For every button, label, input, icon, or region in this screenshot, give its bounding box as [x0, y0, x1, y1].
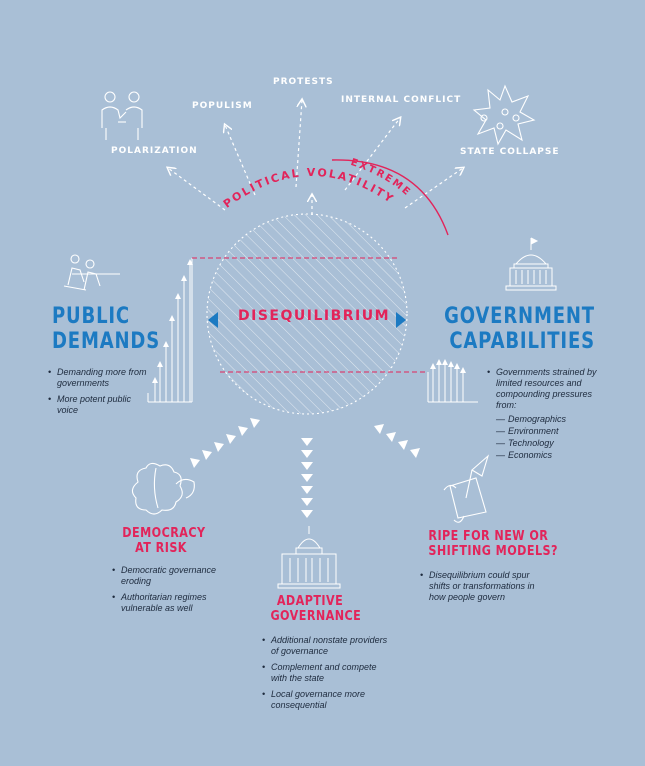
two-people-arguing-icon — [101, 91, 143, 140]
left-pointer-triangle — [208, 312, 218, 328]
democracy-at-risk-bullets: Democratic governance eroding Authoritar… — [112, 565, 232, 619]
pressure-item: Economics — [496, 450, 597, 461]
list-item: Demanding more from governments — [48, 367, 148, 389]
ripe-for-new-line2: SHIFTING MODELS? — [428, 544, 558, 559]
capitol-building-icon — [277, 526, 341, 589]
right-pointer-triangle — [396, 312, 406, 328]
list-item: Authoritarian regimes vulnerable as well — [112, 592, 232, 614]
ripe-for-new-bullets: Disequilibrium could spur shifts or tran… — [420, 570, 550, 608]
pressure-item: Demographics — [496, 414, 597, 425]
ripe-for-new-line1: RIPE FOR NEW OR — [428, 529, 549, 544]
adaptive-governance-line2: GOVERNANCE — [270, 609, 362, 624]
list-item: Governments strained by limited resource… — [487, 367, 597, 461]
capitol-dome-icon — [505, 237, 557, 291]
list-item: Local governance more consequential — [262, 689, 392, 711]
list-item: More potent public voice — [48, 394, 148, 416]
government-capabilities-title: GOVERNMENT CAPABILITIES — [444, 304, 595, 354]
public-demands-line2: DEMANDS — [52, 329, 161, 354]
outcome-protests: PROTESTS — [273, 77, 334, 87]
list-item: Democratic governance eroding — [112, 565, 232, 587]
brain-icon — [131, 462, 195, 515]
government-capabilities-bars — [220, 371, 478, 403]
public-demands-title: PUBLIC DEMANDS — [52, 304, 160, 354]
government-capabilities-bullets: Governments strained by limited resource… — [487, 367, 597, 466]
volatility-arc — [331, 159, 449, 236]
public-demands-arrows — [152, 259, 193, 402]
chevrons-center — [301, 438, 313, 518]
pressure-item: Environment — [496, 426, 597, 437]
government-capabilities-line2: CAPABILITIES — [449, 329, 595, 354]
tug-of-war-icon — [63, 254, 120, 291]
outcome-internal-conflict: INTERNAL CONFLICT — [341, 95, 462, 105]
pressure-item: Technology — [496, 438, 597, 449]
pressures-list: Demographics Environment Technology Econ… — [496, 414, 597, 461]
outcome-state-collapse: STATE COLLAPSE — [460, 147, 560, 157]
list-item: Disequilibrium could spur shifts or tran… — [420, 570, 550, 603]
outcome-populism: POPULISM — [192, 101, 253, 111]
list-item: Complement and compete with the state — [262, 662, 392, 684]
government-capabilities-arrows — [430, 359, 466, 402]
chevrons-right — [374, 424, 420, 458]
adaptive-governance-line1: ADAPTIVE — [276, 594, 344, 609]
chevrons-left — [190, 418, 260, 468]
democracy-at-risk-line2: AT RISK — [135, 541, 187, 556]
public-demands-bullets: Demanding more from governments More pot… — [48, 367, 148, 421]
disequilibrium-title: DISEQUILIBRIUM — [238, 308, 391, 324]
list-item: Additional nonstate providers of governa… — [262, 635, 392, 657]
scroll-quill-icon — [443, 454, 490, 523]
outcome-arrows — [168, 100, 463, 215]
public-demands-line1: PUBLIC — [52, 304, 130, 329]
government-capabilities-line1: GOVERNMENT — [444, 304, 595, 329]
disequilibrium-circle — [206, 213, 408, 415]
democracy-at-risk-line1: DEMOCRACY — [122, 526, 206, 541]
ripe-for-new-title: RIPE FOR NEW OR SHIFTING MODELS? — [428, 529, 558, 559]
adaptive-governance-bullets: Additional nonstate providers of governa… — [262, 635, 392, 716]
outcome-polarization: POLARIZATION — [111, 146, 198, 156]
explosion-crowd-icon — [472, 84, 536, 146]
government-capabilities-intro: Governments strained by limited resource… — [496, 367, 597, 410]
democracy-at-risk-title: DEMOCRACY AT RISK — [122, 526, 206, 556]
adaptive-governance-title: ADAPTIVE GOVERNANCE — [270, 594, 362, 624]
